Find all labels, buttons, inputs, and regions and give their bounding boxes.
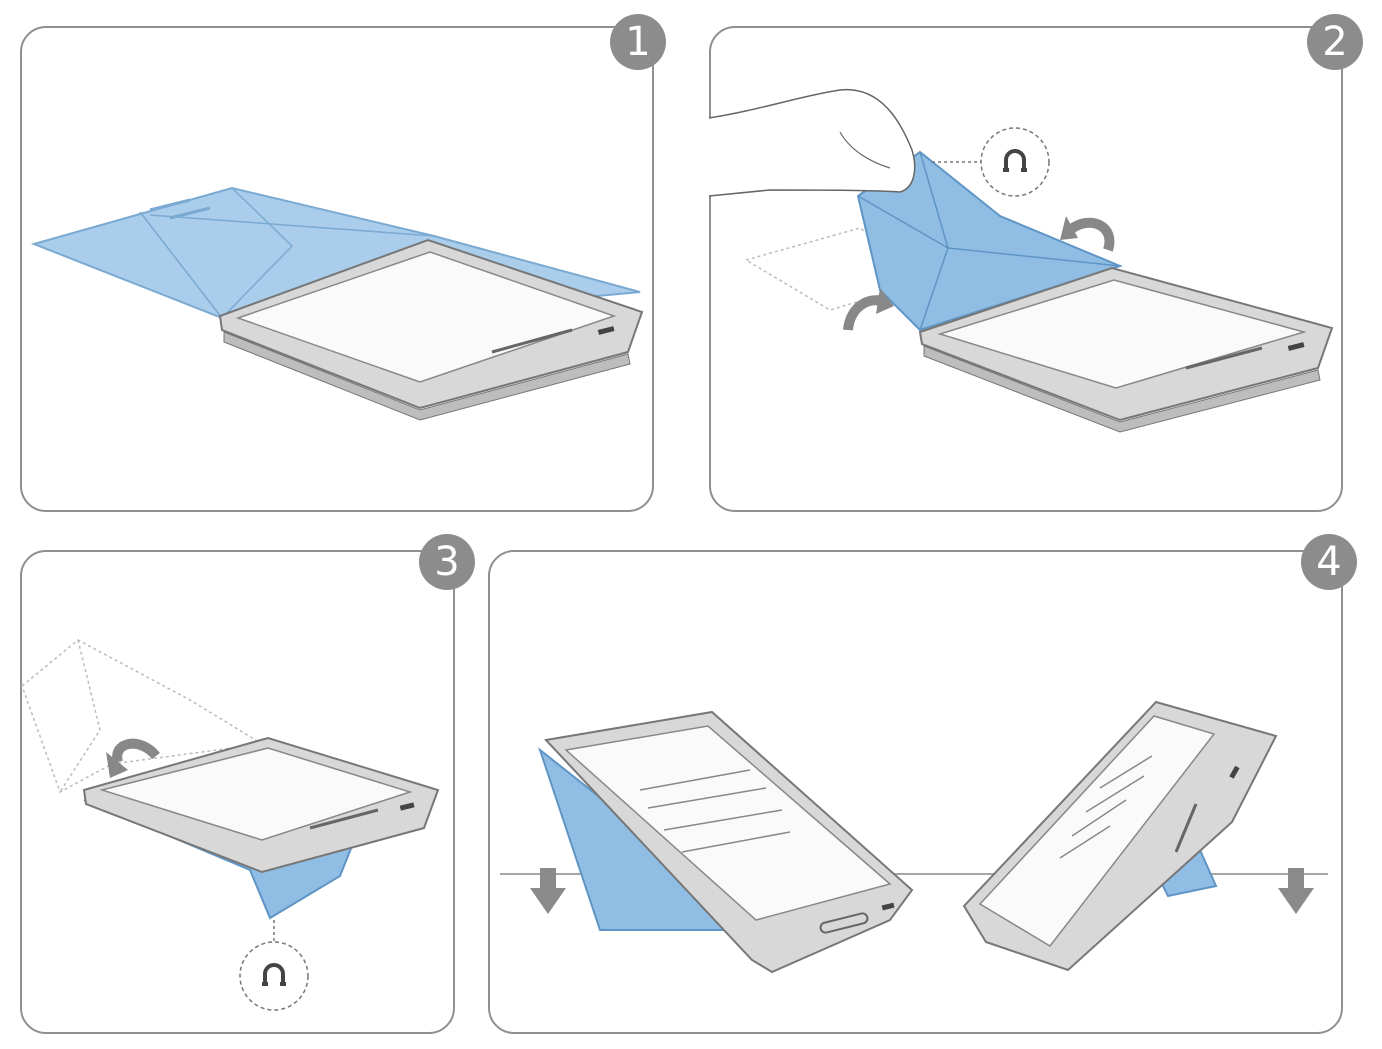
step-4-badge: 4 — [1301, 534, 1357, 590]
magnet-icon — [239, 941, 309, 1011]
magnet-icon — [980, 127, 1050, 197]
step-4-illustration — [500, 700, 1328, 974]
step-1-badge: 1 — [610, 14, 666, 70]
down-arrow-icon — [1278, 868, 1314, 914]
ereader-screen — [978, 715, 1216, 947]
text-lines — [639, 769, 791, 853]
rotate-arrow-icon — [1066, 217, 1115, 252]
ereader-screen — [99, 747, 413, 841]
ereader-screen — [564, 725, 892, 921]
ereader-screen — [937, 279, 1307, 389]
hand — [708, 89, 916, 197]
step-2-badge: 2 — [1307, 14, 1363, 70]
ereader-screen — [235, 251, 617, 383]
step-3-badge: 3 — [419, 534, 475, 590]
rotate-arrow-icon — [112, 738, 160, 764]
step-2-illustration — [708, 89, 1334, 433]
text-lines — [1059, 755, 1153, 859]
step-3-illustration — [21, 639, 440, 1011]
down-arrow-icon — [530, 868, 566, 914]
step-1-illustration — [30, 186, 644, 421]
